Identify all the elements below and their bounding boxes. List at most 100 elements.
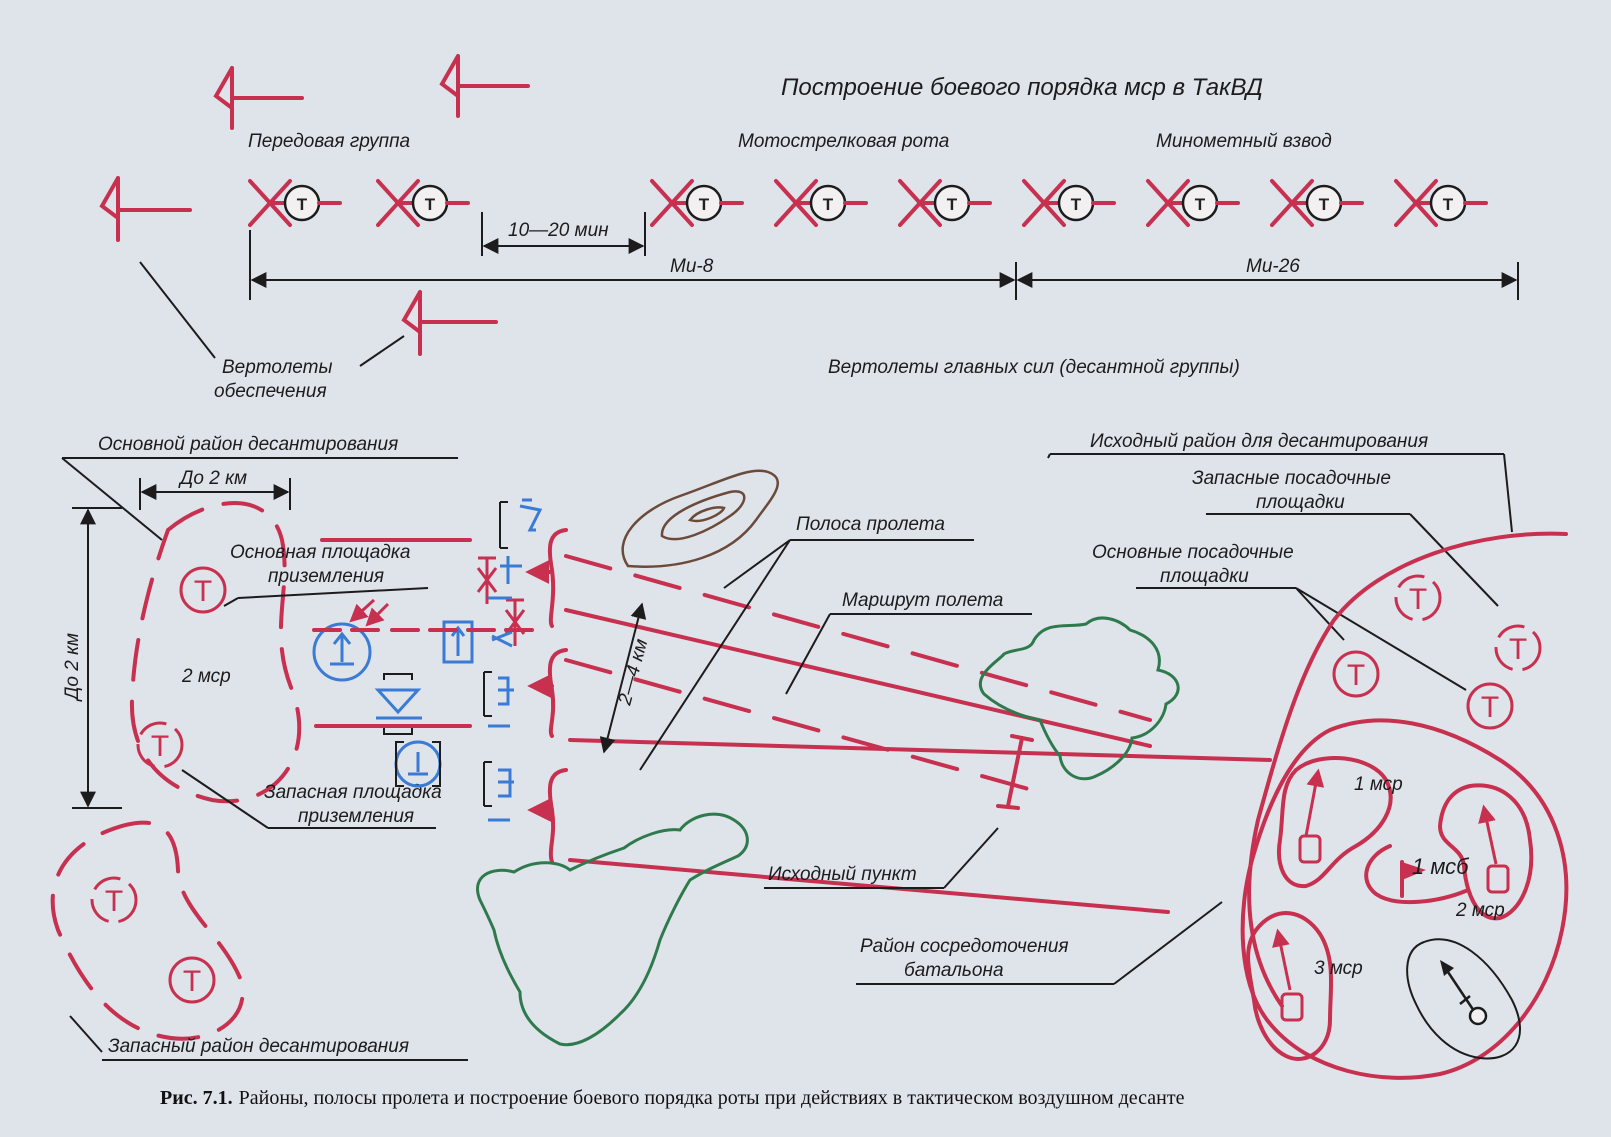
- svg-text:Т: Т: [1509, 633, 1527, 666]
- company-area-1mrs: [1277, 756, 1393, 889]
- landing-site-icon: Т: [136, 721, 184, 769]
- main-landing-area-label: Основной район десантирования: [98, 434, 398, 455]
- starting-point-label: Исходный пункт: [768, 864, 917, 885]
- group-bracket: [547, 648, 568, 738]
- main-boarding-sites-label-1: Основные посадочные: [1092, 542, 1294, 563]
- helicopter-icon: Т: [898, 179, 992, 227]
- helicopter-icon: [213, 66, 304, 130]
- helicopter-row: Т Т Т Т Т Т Т Т Т: [248, 179, 1488, 227]
- flight-strip-label: Полоса пролета: [796, 514, 945, 535]
- flight-route-label: Маршрут полета: [842, 590, 1003, 611]
- distance-2-4km-label: 2—4 км: [614, 637, 652, 709]
- reserve-boarding-sites-label-2: площадки: [1256, 492, 1345, 513]
- svg-text:Т: Т: [823, 195, 834, 214]
- helicopter-icon: Т: [1022, 179, 1116, 227]
- mi8-label: Ми-8: [670, 256, 714, 277]
- armored-vehicle-icon: [1440, 960, 1488, 1026]
- reserve-boarding-sites-label-1: Запасные посадочные: [1192, 468, 1391, 489]
- distance-horizontal-label: До 2 км: [178, 468, 247, 489]
- helicopter-icon: Т: [1270, 179, 1364, 227]
- armored-vehicle-icon: [1298, 768, 1325, 864]
- svg-text:Т: Т: [1409, 583, 1427, 616]
- landing-site-icon: Т: [168, 956, 216, 1004]
- main-landing-site-label-1: Основная площадка: [230, 542, 410, 563]
- helicopter-icon: Т: [650, 179, 744, 227]
- battalion-concentration-area-label-1: Район сосредоточения: [860, 936, 1069, 957]
- landing-site-icon: Т: [1332, 650, 1380, 698]
- reserve-landing-area-label: Запасный район десантирования: [108, 1036, 409, 1057]
- svg-text:Т: Т: [105, 885, 123, 918]
- svg-text:Т: Т: [1319, 195, 1330, 214]
- svg-text:Т: Т: [1347, 659, 1365, 692]
- helicopter-icon: [504, 598, 526, 646]
- battalion-concentration-area-label-2: батальона: [904, 960, 1004, 981]
- svg-text:Т: Т: [1071, 195, 1082, 214]
- battalion-concentration-area: [1240, 718, 1569, 1080]
- flight-strip-middle: [568, 738, 1272, 762]
- three-mrs-label: 3 мср: [1314, 958, 1363, 979]
- one-msb-label: 1 мсб: [1412, 854, 1470, 879]
- landing-site-icon: [394, 740, 442, 788]
- support-helicopters-label-1: Вертолеты: [222, 357, 332, 378]
- landing-site-icon: [312, 622, 372, 682]
- helicopter-icon: Т: [774, 179, 868, 227]
- main-forces-helicopters-label: Вертолеты главных сил (десантной группы): [828, 357, 1240, 378]
- reserve-landing-site-label-1: Запасная площадка: [264, 782, 442, 803]
- landing-site-icon: Т: [1494, 624, 1542, 672]
- initial-area-boundary: [1247, 531, 1568, 1008]
- helicopter-icon: [401, 290, 498, 356]
- armored-vehicle-icon: [1478, 804, 1510, 894]
- company-area-2mrs: [1437, 783, 1534, 921]
- mortar-platoon-label: Минометный взвод: [1156, 131, 1332, 152]
- armored-vehicle-icon: [374, 673, 422, 735]
- one-mrs-label: 1 мср: [1354, 774, 1403, 795]
- helicopter-icon: [476, 556, 498, 604]
- flight-strip-edge: [564, 608, 1152, 748]
- landing-site-icon: Т: [179, 566, 227, 614]
- svg-text:Т: Т: [194, 575, 212, 608]
- landing-site-icon: Т: [90, 876, 138, 924]
- main-landing-site-label-2: приземления: [268, 566, 384, 587]
- support-helicopters-label-2: обеспечения: [214, 381, 327, 402]
- svg-text:Т: Т: [1443, 195, 1454, 214]
- forest-icon: [476, 812, 749, 1047]
- two-mrs-right-label: 2 мср: [1455, 900, 1505, 921]
- landing-site-icon: Т: [1466, 682, 1514, 730]
- svg-text:Т: Т: [699, 195, 710, 214]
- unit-column: [483, 761, 514, 822]
- initial-area-label: Исходный район для десантирования: [1090, 431, 1428, 452]
- reserve-landing-area-boundary: [50, 820, 245, 1041]
- helicopter-icon: Т: [1146, 179, 1240, 227]
- time-gap-label: 10—20 мин: [508, 220, 609, 241]
- support-unit-area: [1406, 938, 1522, 1060]
- helicopter-icon: [439, 54, 530, 118]
- distance-vertical-label: До 2 км: [62, 633, 83, 702]
- main-landing-area-boundary: [129, 501, 302, 804]
- group-bracket: [547, 768, 568, 864]
- svg-text:Т: Т: [425, 195, 436, 214]
- forward-group-label: Передовая группа: [248, 131, 410, 152]
- diagram-title: Построение боевого порядка мср в ТакВД: [781, 74, 1263, 101]
- group-bracket: [547, 528, 568, 628]
- main-boarding-sites-label-2: площадки: [1160, 566, 1249, 587]
- svg-text:Т: Т: [947, 195, 958, 214]
- svg-text:Т: Т: [151, 730, 169, 763]
- helicopter-icon: Т: [1394, 179, 1488, 227]
- figure-caption: Рис. 7.1.Районы, полосы пролета и постро…: [160, 1087, 1185, 1109]
- svg-text:Т: Т: [1195, 195, 1206, 214]
- company-area-3mrs: [1246, 911, 1334, 1061]
- helicopter-icon: [99, 176, 192, 242]
- flight-strip-lower: [568, 858, 1170, 914]
- motor-rifle-company-label: Мотострелковая рота: [738, 131, 949, 152]
- unit-column: [483, 671, 514, 728]
- armored-vehicle-icon: [1272, 928, 1304, 1022]
- unit-column: [488, 498, 543, 648]
- mi26-label: Ми-26: [1246, 256, 1300, 277]
- helicopter-icon: Т: [376, 179, 470, 227]
- flight-strip-upper: [564, 554, 1152, 722]
- landing-site-icon: Т: [1394, 574, 1442, 622]
- flag-icon: [1400, 860, 1426, 898]
- forest-icon: [978, 616, 1180, 781]
